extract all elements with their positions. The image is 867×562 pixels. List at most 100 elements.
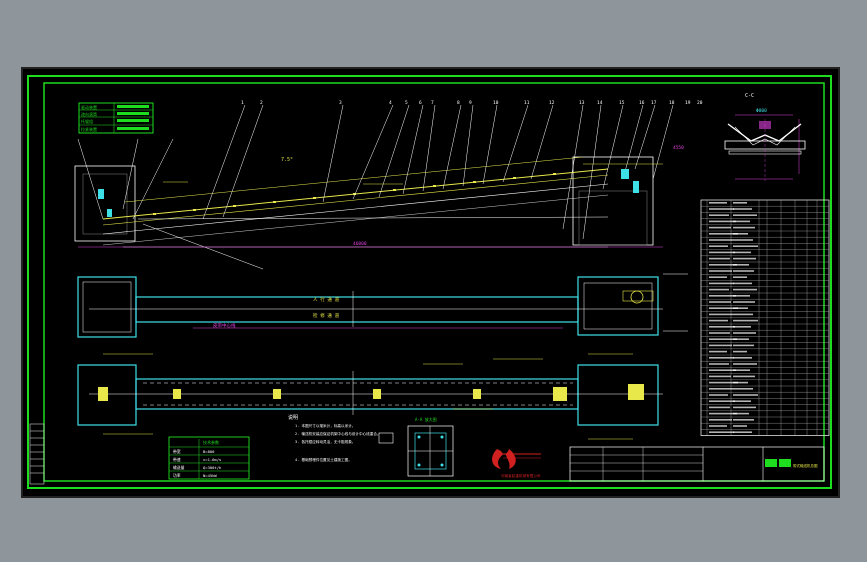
bom-cell-text — [709, 375, 731, 378]
svg-text:15: 15 — [619, 100, 625, 106]
tech-row-1-key: 带宽 — [173, 449, 181, 454]
bom-cell-text — [733, 357, 752, 359]
bom-cell-text — [733, 239, 753, 241]
bom-cell-text — [733, 326, 751, 328]
tech-row-1-val: B=800 — [203, 449, 215, 454]
svg-text:11: 11 — [524, 100, 530, 106]
bom-cell-text — [709, 202, 727, 204]
tech-table-title: 技术参数 — [203, 439, 219, 445]
bom-cell-text — [733, 245, 758, 247]
bom-cell-text — [709, 214, 729, 216]
bom-cell-text — [709, 239, 733, 241]
bom-cell-text — [709, 295, 736, 297]
bom-cell-text — [733, 264, 749, 266]
svg-text:8: 8 — [457, 100, 460, 106]
notes-title: 说明 — [288, 414, 298, 421]
note-line-3: 3. 各托辊应转动灵活，无卡阻现象。 — [295, 439, 355, 444]
svg-text:7: 7 — [431, 100, 434, 106]
bom-cell-text — [733, 332, 756, 334]
svg-text:6: 6 — [419, 100, 422, 106]
bom-cell-text — [709, 406, 730, 409]
plan-view-lower — [77, 353, 663, 440]
bom-cell-text — [733, 202, 747, 204]
bom-cell-text — [733, 350, 747, 353]
bom-cell-text — [709, 357, 734, 359]
title-block: 带式输送机总图 — [569, 446, 825, 482]
bom-cell-text — [709, 412, 737, 415]
bom-cell-text — [709, 282, 734, 285]
incline-angle: 7.5° — [281, 157, 293, 163]
bom-cell-text — [733, 313, 753, 316]
bom-cell-text — [709, 326, 735, 328]
bom-cell-text — [709, 288, 729, 291]
bom-cell-text — [733, 220, 750, 223]
bom-cell-text — [733, 214, 757, 216]
overall-length-dim: 46000 — [353, 241, 367, 247]
legend-row-1: 驱动装置 — [81, 104, 97, 110]
bom-cell-text — [709, 251, 735, 254]
company-name: 河南省起重机械有限公司 — [501, 473, 541, 478]
bom-cell-text — [733, 257, 756, 260]
bom-cell-text — [709, 270, 732, 272]
legend-table: 驱动装置 改向滚筒 托辊组 拉紧装置 — [78, 102, 154, 134]
bom-cell-text — [709, 208, 734, 210]
bom-cell-text — [709, 276, 727, 278]
outer-frame — [27, 75, 832, 489]
inner-frame — [43, 82, 825, 482]
bom-cell-text — [709, 245, 728, 247]
bom-cell-text — [709, 350, 727, 353]
bom-cell-text — [709, 319, 728, 322]
bom-cell-text — [709, 307, 738, 309]
bom-cell-text — [733, 369, 750, 371]
notes-block: 说明 1. 本图尺寸以毫米计，标高以米计。 2. 输送机安装应保证机架中心线与设… — [288, 414, 381, 462]
bom-cell-text — [733, 226, 755, 229]
bom-cell-text — [733, 363, 757, 365]
bom-cell-text — [709, 381, 738, 384]
bom-cell-text — [733, 412, 749, 415]
tech-row-3-key: 输送量 — [173, 465, 185, 470]
note-line-1: 1. 本图尺寸以毫米计，标高以米计。 — [295, 423, 355, 428]
bom-cell-text — [709, 419, 732, 421]
plan-view-upper: 人 行 通 道 检 修 通 道 皮带中心线 — [77, 273, 688, 338]
bom-cell-text — [733, 301, 755, 303]
bom-cell-text — [709, 338, 737, 340]
bom-cell-text — [709, 226, 731, 229]
svg-text:18: 18 — [669, 100, 675, 106]
tech-row-4-key: 功率 — [173, 473, 181, 478]
tech-table: 技术参数 带宽 B=800 带速 v=1.6m/s 输送量 Q=300t/h 功… — [168, 436, 250, 480]
svg-text:13: 13 — [579, 100, 585, 106]
tech-row-4-val: N=45kW — [203, 473, 217, 478]
svg-text:2: 2 — [260, 100, 263, 106]
plan-label-maintenance: 检 修 通 道 — [313, 312, 340, 319]
svg-text:16: 16 — [639, 100, 645, 106]
bom-cell-text — [709, 301, 731, 303]
bom-cell-text — [709, 363, 729, 365]
bom-cell-text — [733, 431, 752, 433]
bom-cell-text — [733, 394, 758, 396]
bom-cell-text — [709, 369, 736, 371]
bom-cell-text — [733, 419, 754, 421]
bom-cell-text — [733, 425, 747, 427]
bom-cell-text — [709, 431, 734, 433]
bom-cell-text — [709, 313, 733, 316]
tech-row-3-val: Q=300t/h — [203, 465, 221, 470]
svg-text:19: 19 — [685, 100, 691, 106]
legend-row-3: 托辊组 — [81, 118, 93, 124]
drawing-sheet: 驱动装置 改向滚筒 托辊组 拉紧装置 — [21, 67, 840, 498]
bom-cell-text — [733, 233, 748, 235]
svg-text:12: 12 — [549, 100, 555, 106]
note-line-2: 2. 输送机安装应保证机架中心线与设计中心线重合。 — [295, 431, 381, 436]
bom-cell-text — [709, 220, 736, 223]
bom-cell-text — [733, 282, 752, 285]
title-block-name: 带式输送机总图 — [793, 463, 818, 468]
bom-cell-text — [709, 400, 735, 402]
plan-label-walkway: 人 行 通 道 — [313, 296, 340, 303]
bom-cell-text — [733, 388, 753, 390]
svg-text:9: 9 — [469, 100, 472, 106]
detail-title: A-A 放大图 — [415, 416, 437, 422]
bom-cell-text — [733, 295, 750, 297]
drawing-canvas[interactable]: 驱动装置 改向滚筒 托辊组 拉紧装置 — [23, 69, 838, 496]
bom-cell-text — [709, 332, 730, 334]
